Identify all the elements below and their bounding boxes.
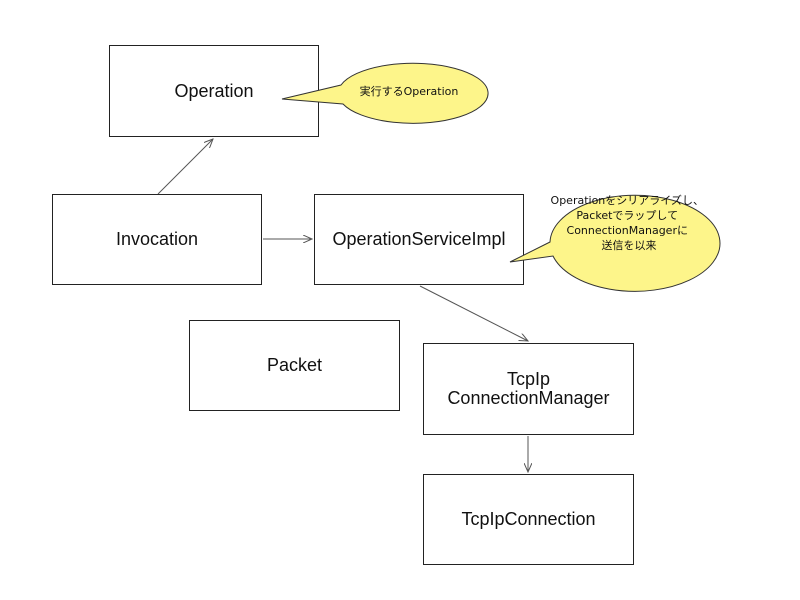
- arrow-invocation-to-operation: [157, 139, 213, 195]
- operation-box: Operation: [109, 45, 319, 137]
- operation-service-impl-box: OperationServiceImpl: [314, 194, 524, 285]
- invocation-label: Invocation: [115, 229, 199, 250]
- invocation-box: Invocation: [52, 194, 262, 285]
- packet-label: Packet: [266, 355, 323, 376]
- tcpip-connection-label: TcpIpConnection: [461, 509, 596, 530]
- operation-note-text: 実行するOperation: [360, 84, 459, 98]
- service-note-callout: Operationをシリアライズし、 Packetでラップして Connecti…: [509, 193, 721, 292]
- operation-label: Operation: [174, 80, 254, 101]
- tcpip-connection-manager-box: TcpIp ConnectionManager: [423, 343, 634, 435]
- tcpip-connection-box: TcpIpConnection: [423, 474, 634, 565]
- packet-box: Packet: [189, 320, 400, 411]
- tcpip-connection-manager-label-line-2: ConnectionManager: [447, 388, 610, 408]
- tcpip-connection-manager-label: TcpIp ConnectionManager: [447, 370, 609, 408]
- operation-service-impl-label: OperationServiceImpl: [332, 229, 506, 250]
- tcpip-connection-manager-label-line-1: TcpIp: [506, 369, 550, 390]
- arrow-operation-service-impl-to-tcpip-connection-manager: [419, 285, 528, 341]
- service-note-bubble: [509, 194, 721, 292]
- service-note-text: Operationをシリアライズし、 Packetでラップして Connecti…: [551, 193, 708, 252]
